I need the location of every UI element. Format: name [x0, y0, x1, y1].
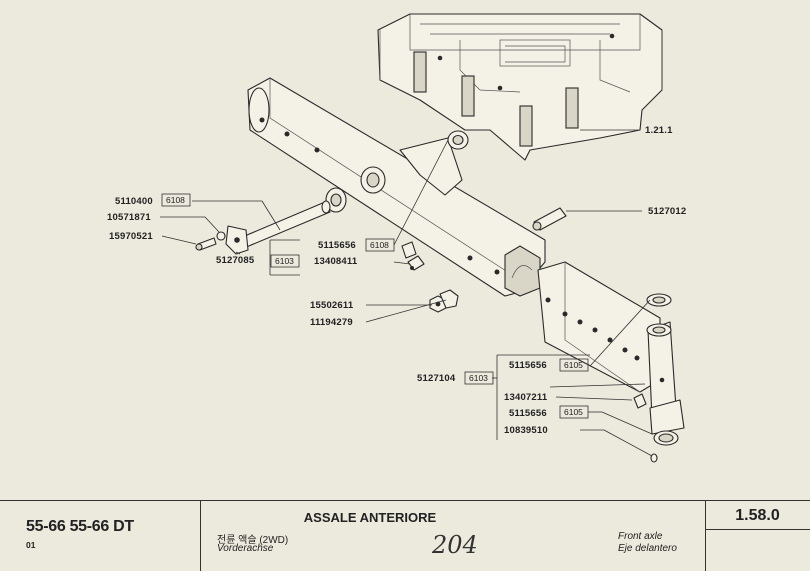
callout-10839510: 10839510 — [504, 425, 548, 436]
callout-15970521: 15970521 — [109, 231, 153, 242]
title-english: Front axle — [618, 531, 663, 542]
ref-box-5115656-c: 6105 — [564, 407, 583, 417]
ref-box-5127104: 6103 — [469, 373, 488, 383]
callout-5115656-b: 5115656 — [509, 360, 547, 371]
stud — [532, 207, 567, 231]
model-cell: 55-66 55-66 DT 01 — [0, 501, 201, 571]
callout-5127012: 5127012 — [648, 206, 686, 217]
kingpin-knuckle — [646, 293, 685, 463]
callout-15502611: 15502611 — [310, 300, 354, 311]
axle-beam — [247, 77, 546, 297]
title-block: 55-66 55-66 DT 01 ASSALE ANTERIORE 전륜 액슬… — [0, 500, 810, 571]
callout-5115656-a: 5115656 — [318, 240, 356, 251]
callout-1-21-1: 1.21.1 — [645, 125, 673, 136]
callout-10571871: 10571871 — [107, 212, 151, 223]
callout-11194279: 11194279 — [310, 317, 353, 328]
version-label: 01 — [26, 540, 36, 550]
title-german: Vorderachse — [217, 543, 274, 554]
ref-box-5110400: 6108 — [166, 195, 185, 205]
ref-box-5115656-b: 6105 — [564, 360, 583, 370]
pivot-pin — [195, 200, 331, 255]
grease-fitting — [401, 241, 425, 271]
title-korean: 전륜 액슬 (2WD) — [217, 535, 289, 546]
nut-washer — [429, 289, 459, 313]
leader-lines — [160, 129, 653, 457]
callout-5110400: 5110400 — [115, 196, 153, 207]
callout-5115656-c: 5115656 — [509, 408, 547, 419]
callout-13408411: 13408411 — [314, 256, 358, 267]
ref-box-5115656-a: 6108 — [370, 240, 389, 250]
handwritten-note: 204 — [432, 531, 478, 559]
ref-box-5127085: 6103 — [275, 256, 294, 266]
chassis-frame — [377, 13, 663, 161]
page-number: 1.58.0 — [735, 507, 780, 524]
axle-extension — [537, 261, 661, 393]
exploded-parts-diagram: 1.21.1 5127012 5110400 6108 10571871 159… — [107, 13, 686, 463]
title-spanish: Eje delantero — [618, 543, 677, 554]
callout-13407211: 13407211 — [504, 392, 548, 403]
description-cell: ASSALE ANTERIORE 전륜 액슬 (2WD) Vorderachse… — [200, 501, 706, 571]
pivot-bushings — [325, 130, 469, 213]
callout-5127085: 5127085 — [216, 255, 255, 266]
callout-5127104: 5127104 — [417, 373, 456, 384]
page-cell: 1.58.0 — [705, 501, 810, 571]
grease-nipple — [633, 393, 647, 409]
page-divider — [705, 529, 810, 530]
model-label: 55-66 55-66 DT — [26, 518, 134, 535]
title-italian: ASSALE ANTERIORE — [303, 510, 437, 525]
